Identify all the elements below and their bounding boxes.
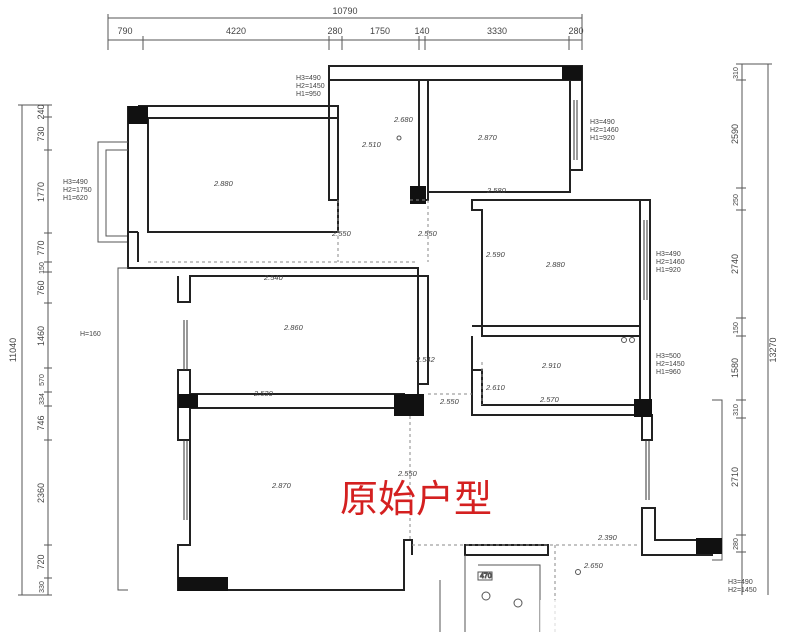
svg-text:H2=1450: H2=1450 — [656, 361, 685, 368]
window-note-2: H3=490 H2=1460 H1=920 — [590, 119, 619, 142]
svg-text:H3=490: H3=490 — [656, 251, 681, 258]
left-dim-7: 1460 — [36, 326, 46, 346]
svg-text:H1=950: H1=950 — [296, 91, 321, 98]
top-total-dim: 10790 — [332, 6, 357, 16]
fixtures: 470 — [396, 135, 635, 608]
elevation-label: 2.590 — [485, 250, 506, 259]
elevation-label: 2.870 — [477, 133, 498, 142]
window-note-3: H3=490 H2=1750 H1=620 — [63, 179, 92, 202]
left-dim-10: 746 — [36, 415, 46, 430]
window-notes: H3=490 H2=1450 H1=950 H3=490 H2=1460 H1=… — [63, 75, 757, 594]
right-dim-7: 310 — [733, 404, 740, 416]
elevation-label: 2.680 — [393, 115, 414, 124]
right-dim-2: 2590 — [730, 124, 740, 144]
elevation-label: 2.550 — [331, 229, 352, 238]
elevation-label: 2.870 — [271, 481, 292, 490]
elevation-label: 2.550 — [417, 229, 438, 238]
svg-text:H3=490: H3=490 — [728, 579, 753, 586]
elevation-label: 2.860 — [283, 323, 304, 332]
elevation-label: 2.910 — [541, 361, 562, 370]
walls — [97, 65, 723, 632]
elevation-label: 2.610 — [485, 383, 506, 392]
right-dim-9: 280 — [733, 538, 740, 550]
top-dimension-line: 10790 790 4220 280 1750 140 3330 280 — [107, 6, 584, 50]
top-dim-2: 4220 — [226, 26, 246, 36]
svg-text:H2=1460: H2=1460 — [590, 127, 619, 134]
right-dim-6: 1580 — [730, 358, 740, 378]
faded-corner — [540, 600, 800, 632]
svg-text:H1=920: H1=920 — [590, 135, 615, 142]
window-note-4: H3=490 H2=1460 H1=920 — [656, 251, 685, 274]
left-dim-12: 720 — [36, 554, 46, 569]
elevation-label: 2.550 — [439, 397, 460, 406]
svg-text:H1=920: H1=920 — [656, 267, 681, 274]
windows — [183, 100, 650, 520]
h-label: H=160 — [80, 331, 101, 338]
meter-label: 470 — [480, 573, 492, 580]
elevation-label: 2.880 — [213, 179, 234, 188]
left-dim-11: 2360 — [36, 483, 46, 503]
right-dim-8: 2710 — [730, 467, 740, 487]
left-dim-3: 1770 — [36, 182, 46, 202]
left-dim-8: 570 — [39, 374, 46, 386]
right-total-dim: 13270 — [768, 337, 778, 362]
svg-text:H2=1450: H2=1450 — [728, 587, 757, 594]
elevation-label: 2.540 — [263, 273, 284, 282]
svg-text:H3=490: H3=490 — [296, 75, 321, 82]
elevation-labels: 2.680 2.870 2.510 2.880 2.580 2.550 2.55… — [213, 115, 618, 570]
elevation-label: 2.880 — [545, 260, 566, 269]
svg-text:H2=1460: H2=1460 — [656, 259, 685, 266]
left-dimension-line: 11040 240 730 1770 770 150 760 1460 570 … — [8, 104, 52, 596]
svg-text:H3=490: H3=490 — [590, 119, 615, 126]
right-dim-3: 250 — [733, 194, 740, 206]
top-dim-4: 1750 — [370, 26, 390, 36]
elevation-label: 2.570 — [539, 395, 560, 404]
structural-columns — [128, 66, 722, 591]
svg-text:H2=1450: H2=1450 — [296, 83, 325, 90]
elevation-label: 2.542 — [415, 355, 436, 364]
top-dim-5: 140 — [414, 26, 429, 36]
top-dim-7: 280 — [568, 26, 583, 36]
left-dim-13: 330 — [39, 581, 46, 593]
top-dim-6: 3330 — [487, 26, 507, 36]
plan-title: 原始户型 — [340, 477, 492, 521]
left-dim-1: 240 — [36, 104, 46, 119]
left-dim-4: 770 — [36, 240, 46, 255]
elevation-label: 2.580 — [486, 186, 507, 195]
svg-text:H2=1750: H2=1750 — [63, 187, 92, 194]
svg-text:H3=490: H3=490 — [63, 179, 88, 186]
right-dim-1: 310 — [733, 67, 740, 79]
left-dim-5: 150 — [39, 262, 46, 274]
right-dimension-line: 13270 310 2590 250 2740 150 1580 310 271… — [730, 63, 778, 595]
svg-text:H1=620: H1=620 — [63, 195, 88, 202]
left-dim-2: 730 — [36, 126, 46, 141]
svg-text:H1=960: H1=960 — [656, 369, 681, 376]
window-note-5: H3=500 H2=1450 H1=960 — [656, 353, 685, 376]
elevation-label: 2.650 — [583, 561, 604, 570]
elevation-label: 2.530 — [253, 389, 274, 398]
right-dim-4: 2740 — [730, 254, 740, 274]
top-dim-1: 790 — [117, 26, 132, 36]
elevation-label: 2.390 — [597, 533, 618, 542]
window-note-6: H3=490 H2=1450 — [728, 579, 757, 594]
left-total-dim: 11040 — [8, 338, 18, 362]
left-dim-6: 760 — [36, 280, 46, 295]
left-dim-9: 334 — [39, 393, 46, 405]
top-dim-3: 280 — [327, 26, 342, 36]
right-dim-5: 150 — [733, 322, 740, 334]
elevation-label: 2.550 — [397, 469, 418, 478]
svg-text:H3=500: H3=500 — [656, 353, 681, 360]
elevation-label: 2.510 — [361, 140, 382, 149]
window-note-1: H3=490 H2=1450 H1=950 — [296, 75, 325, 98]
